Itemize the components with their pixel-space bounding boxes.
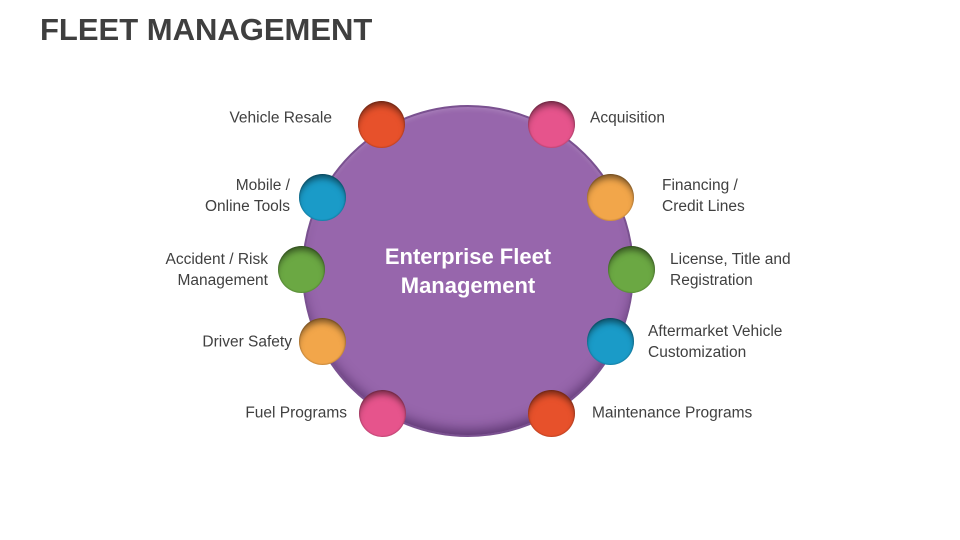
- node-label-accident-risk-management: Accident / Risk Management: [165, 251, 268, 289]
- node-circle-acquisition: [528, 101, 575, 148]
- node-label-vehicle-resale: Vehicle Resale: [229, 109, 332, 127]
- node-circle-aftermarket-vehicle-customization: [587, 318, 634, 365]
- node-label-acquisition: Acquisition: [590, 109, 665, 127]
- node-label-license-title-registration: License, Title and Registration: [670, 251, 791, 289]
- node-label-maintenance-programs: Maintenance Programs: [592, 404, 753, 422]
- node-circle-maintenance-programs: [528, 390, 575, 437]
- node-circle-fuel-programs: [359, 390, 406, 437]
- node-label-aftermarket-vehicle-customization: Aftermarket Vehicle Customization: [648, 323, 783, 361]
- center-circle-label: Enterprise Fleet Management: [384, 244, 552, 298]
- node-circle-financing-credit-lines: [587, 174, 634, 221]
- node-circle-driver-safety: [299, 318, 346, 365]
- center-circle: Enterprise Fleet Management: [302, 105, 634, 437]
- node-label-financing-credit-lines: Financing / Credit Lines: [662, 177, 745, 215]
- node-circle-vehicle-resale: [358, 101, 405, 148]
- node-label-fuel-programs: Fuel Programs: [245, 404, 347, 422]
- node-circle-license-title-registration: [608, 246, 655, 293]
- node-label-driver-safety: Driver Safety: [202, 333, 292, 351]
- node-circle-mobile-online-tools: [299, 174, 346, 221]
- slide-title: FLEET MANAGEMENT: [40, 12, 373, 47]
- node-label-mobile-online-tools: Mobile / Online Tools: [204, 177, 290, 215]
- node-circle-accident-risk-management: [278, 246, 325, 293]
